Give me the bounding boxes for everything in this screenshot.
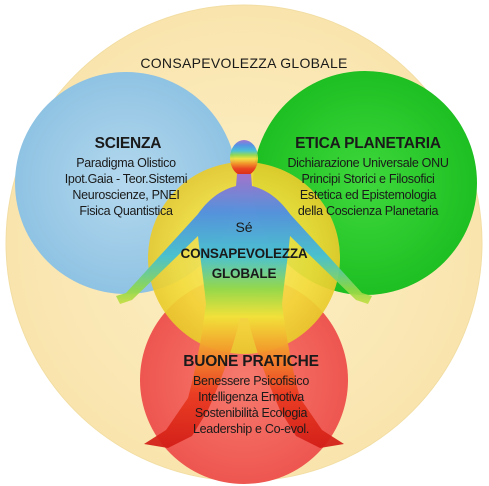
science-title: SCIENZA [95,135,162,152]
ethics-item: della Coscienza Planetaria [298,204,439,218]
practice-item: Intelligenza Emotiva [198,390,304,404]
human-figure [116,140,372,448]
practice-item: Leadership e Co-evol. [193,422,309,436]
center-title-line1: CONSAPEVOLEZZA [181,246,308,261]
science-item: Neuroscienze, PNEI [72,188,179,202]
science-item: Ipot.Gaia - Teor.Sistemi [65,172,188,186]
ethics-item: Estetica ed Epistemologia [300,188,437,202]
practice-item: Benessere Psicofisico [193,374,309,388]
ethics-title: ETICA PLANETARIA [295,135,441,152]
practice-item: Sostenibilità Ecologia [195,406,308,420]
ethics-item: Principi Storici e Filosofici [301,172,434,186]
science-item: Fisica Quantistica [79,204,173,218]
ethics-item: Dichiarazione Universale ONU [287,156,448,170]
center-title-line2: GLOBALE [212,266,277,281]
science-item: Paradigma Olistico [76,156,176,170]
practice-title: BUONE PRATICHE [183,353,319,370]
self-label: Sé [235,219,252,235]
outer-title: CONSAPEVOLEZZA GLOBALE [140,55,347,71]
